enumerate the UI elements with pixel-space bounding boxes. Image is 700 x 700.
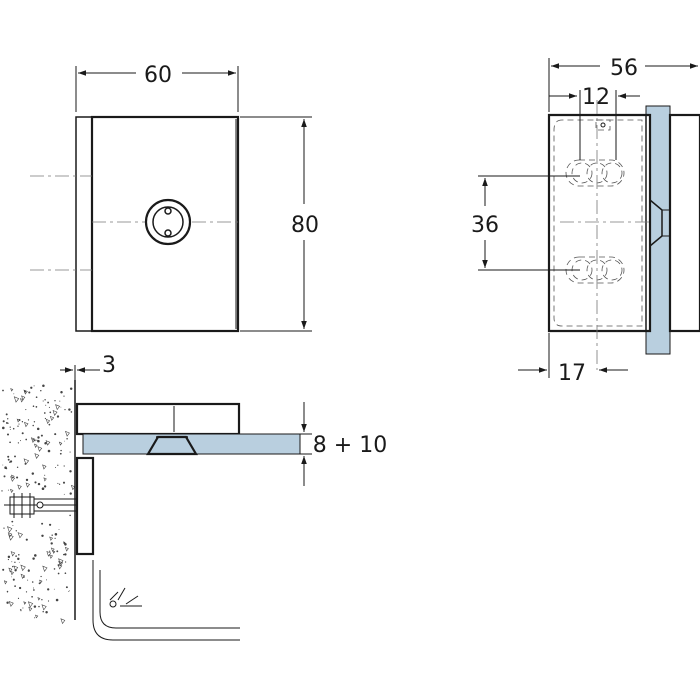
section-clamp-body — [75, 402, 241, 436]
dim-glass-thickness: 8 + 10 — [313, 433, 387, 458]
side-view: 56 12 36 17 — [471, 56, 700, 386]
wall-anchor — [4, 493, 77, 518]
dim-edge-offset: 17 — [558, 361, 586, 386]
dim-wall-gap: 3 — [102, 353, 116, 378]
dim-hole-spacing: 36 — [471, 213, 499, 238]
section-wall-plate — [75, 456, 95, 556]
front-view-screw-knob — [144, 198, 192, 246]
dim-slot-offset: 12 — [582, 85, 610, 110]
concrete-wall — [1, 384, 76, 625]
section-view: 3 8 + 10 — [1, 353, 387, 641]
dim-depth-side: 56 — [610, 56, 638, 81]
front-view: 60 80 — [30, 63, 319, 333]
section-glass-panel — [82, 433, 301, 455]
dim-width-front: 60 — [144, 63, 172, 88]
dim-height-front: 80 — [291, 213, 319, 238]
